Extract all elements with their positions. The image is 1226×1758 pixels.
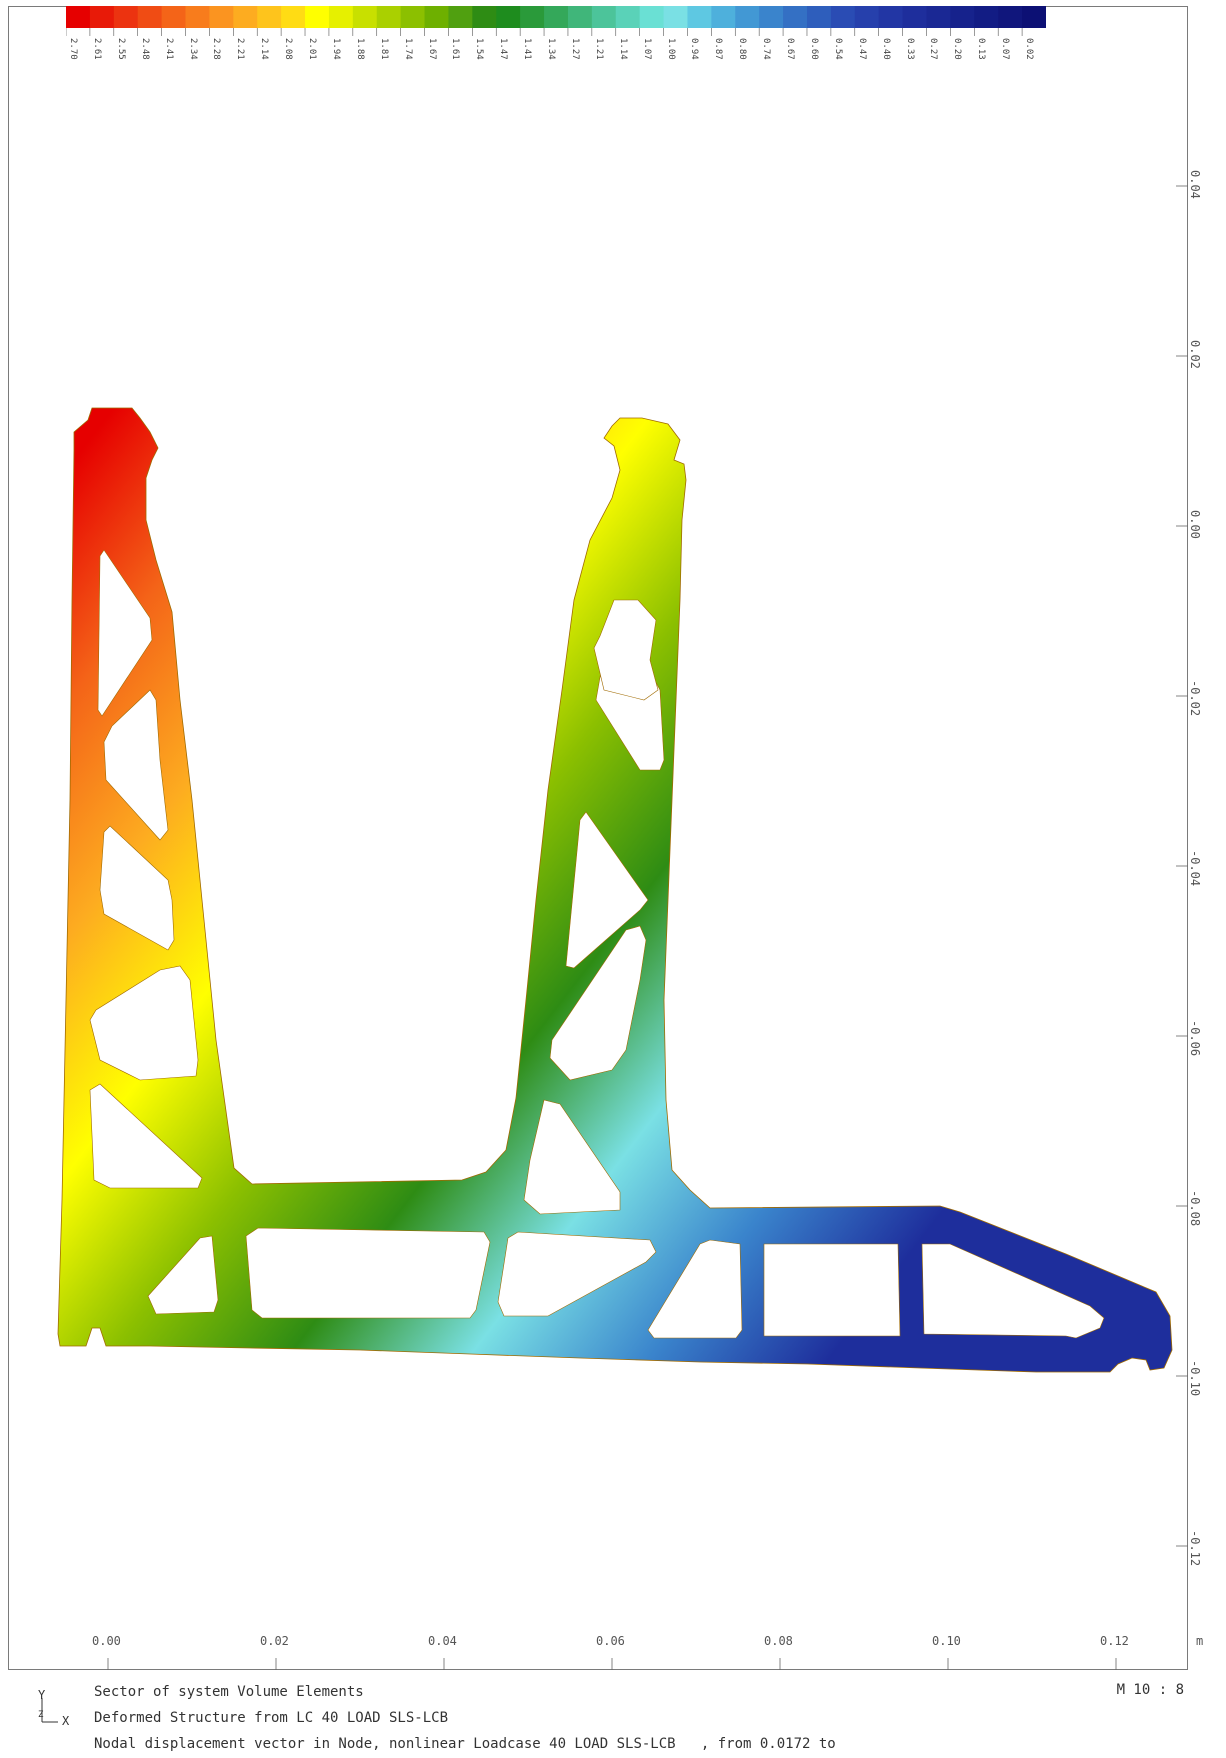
legend-swatch (424, 6, 449, 28)
legend-swatch (711, 6, 736, 28)
y-tick-label: -0.08 (1188, 1190, 1202, 1227)
cavity-mid-2 (523, 1099, 621, 1215)
legend-swatch (998, 6, 1023, 28)
legend-swatch (113, 6, 139, 28)
legend-swatch (448, 6, 473, 28)
legend-swatch (185, 6, 210, 28)
x-tick-label: 0.02 (260, 1634, 289, 1648)
y-tick-label: -0.06 (1188, 1020, 1202, 1057)
axis-triad-icon: Y Z X (36, 1682, 76, 1732)
legend-swatch (209, 6, 234, 28)
legend-swatch (305, 6, 330, 28)
legend-swatch (854, 6, 880, 28)
cavity-left-5 (89, 1083, 203, 1189)
cavity-mid-3 (549, 925, 647, 1081)
axis-z-letter: Z (38, 1710, 44, 1720)
legend-swatch (615, 6, 641, 28)
y-tick-label: -0.10 (1188, 1360, 1202, 1397)
color-legend-swatches (65, 6, 1047, 36)
footer: Y Z X Sector of system Volume Elements D… (0, 1672, 1226, 1758)
y-tick-label: 0.00 (1188, 510, 1202, 539)
cavity-right-1 (647, 1239, 743, 1339)
x-tick-label: 0.04 (428, 1634, 457, 1648)
legend-swatch (544, 6, 569, 28)
structure-plot (57, 185, 1188, 1670)
legend-swatch (806, 6, 832, 28)
legend-swatch (926, 6, 951, 28)
legend-swatch (950, 6, 975, 28)
axis-y-letter: Y (38, 1688, 46, 1702)
cavity-left-6 (147, 1235, 219, 1315)
legend-swatch (328, 6, 354, 28)
legend-swatch (687, 6, 712, 28)
legend-swatch (496, 6, 521, 28)
y-tick-label: -0.04 (1188, 850, 1202, 887)
x-axis-unit: m (1196, 1634, 1204, 1648)
cavity-mid-1 (497, 1231, 657, 1317)
cavity-left-2 (103, 689, 169, 841)
cavity-mid-4 (565, 811, 649, 969)
y-tick-label: 0.04 (1188, 170, 1202, 199)
cavity-bay-3 (921, 1243, 1105, 1339)
x-axis-ticks (107, 1658, 1117, 1670)
legend-swatch (1022, 6, 1047, 28)
legend-swatch (400, 6, 426, 28)
x-tick-label: 0.08 (764, 1634, 793, 1648)
legend-swatch (520, 6, 545, 28)
x-tick-label: 0.12 (1100, 1634, 1129, 1648)
x-tick-label: 0.10 (932, 1634, 961, 1648)
x-tick-label: 0.00 (92, 1634, 121, 1648)
legend-swatch (902, 6, 927, 28)
y-axis-ticks (1176, 185, 1188, 1547)
scale-label: M 10 : 8 (1116, 1682, 1184, 1698)
legend-swatch (830, 6, 856, 28)
legend-swatch (663, 6, 688, 28)
legend-swatch (783, 6, 808, 28)
cavity-left-1 (97, 549, 153, 717)
legend-swatch (735, 6, 760, 28)
footer-line-3: Nodal displacement vector in Node, nonli… (94, 1736, 836, 1752)
legend-swatch (759, 6, 784, 28)
cavity-bay-2 (763, 1243, 901, 1337)
y-tick-label: -0.12 (1188, 1530, 1202, 1567)
y-tick-label: -0.02 (1188, 680, 1202, 717)
legend-swatch (233, 6, 258, 28)
legend-swatch (89, 6, 115, 28)
footer-line-1: Sector of system Volume Elements (94, 1684, 364, 1700)
legend-swatch (472, 6, 497, 28)
legend-swatch (66, 6, 91, 28)
legend-swatch (974, 6, 999, 28)
footer-line-2: Deformed Structure from LC 40 LOAD SLS-L… (94, 1710, 449, 1726)
legend-swatch (352, 6, 378, 28)
cavity-left-4 (89, 965, 199, 1081)
deformed-structure (57, 407, 1173, 1373)
legend-swatch (567, 6, 593, 28)
cavity-mid-6 (593, 599, 659, 701)
y-tick-label: 0.02 (1188, 340, 1202, 369)
legend-swatch (137, 6, 163, 28)
axis-x-letter: X (62, 1714, 70, 1728)
legend-swatch (878, 6, 904, 28)
legend-swatch (591, 6, 617, 28)
x-tick-label: 0.06 (596, 1634, 625, 1648)
section-cavities (89, 549, 1105, 1339)
legend-swatch (161, 6, 187, 28)
legend-swatch (376, 6, 402, 28)
legend-swatch (257, 6, 282, 28)
cavity-bay-1 (245, 1227, 491, 1319)
legend-swatch (281, 6, 306, 28)
legend-swatch (639, 6, 665, 28)
cavity-left-3 (99, 825, 175, 951)
